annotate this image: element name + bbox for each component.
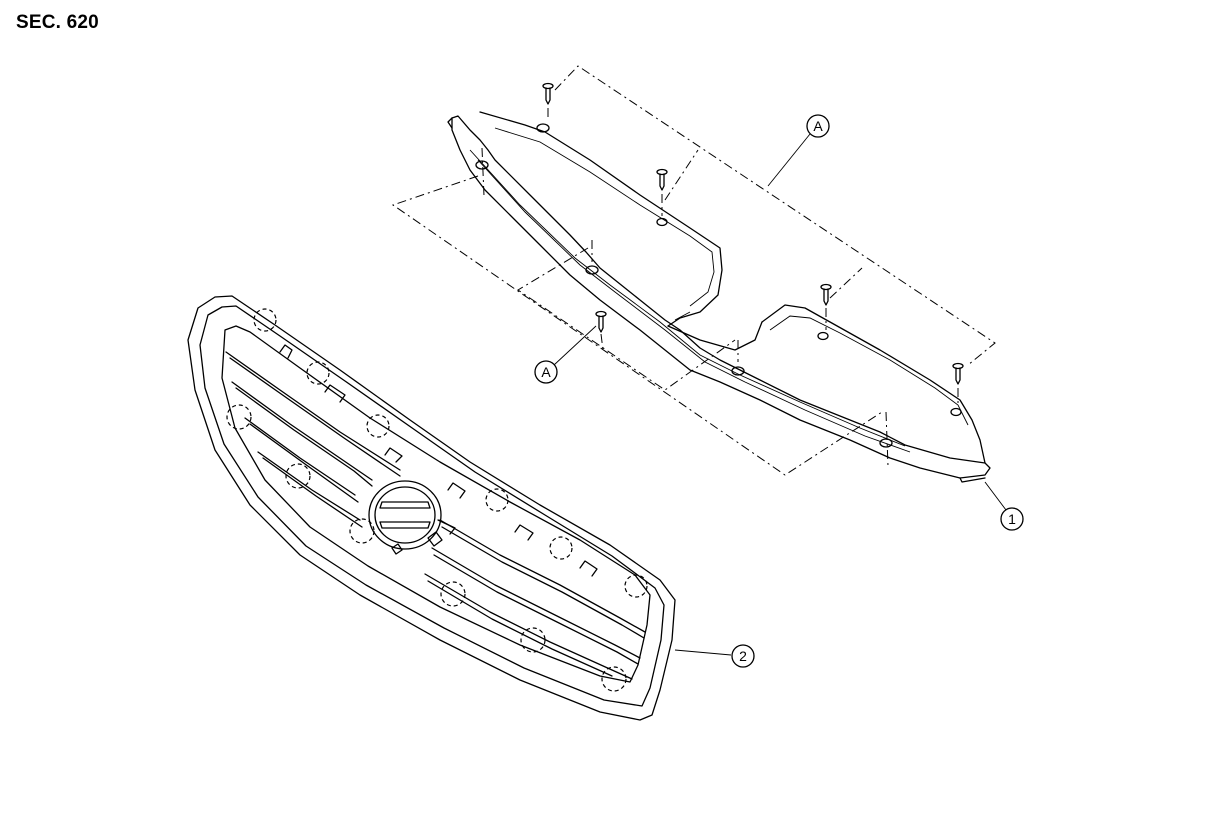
clip-fasteners — [542, 82, 964, 385]
clip-icon — [656, 168, 668, 191]
clip-icon — [820, 283, 832, 306]
callout-a-left-label: A — [541, 364, 551, 380]
front-grille — [187, 295, 676, 721]
callout-part-2: 2 — [674, 644, 755, 668]
clip-icon — [595, 310, 607, 333]
callout-a-top-label: A — [813, 118, 823, 134]
emblem-icon — [368, 480, 456, 555]
clip-icon — [952, 362, 964, 385]
callout-a-top: A — [767, 114, 830, 187]
callout-part-1: 1 — [984, 481, 1024, 531]
callout-part-1-label: 1 — [1008, 511, 1016, 527]
grille-clip-locations — [226, 308, 648, 692]
section-label: SEC. 620 — [16, 12, 99, 33]
radiator-core-cover — [447, 111, 991, 483]
alignment-lines — [391, 65, 996, 476]
callout-part-2-label: 2 — [739, 648, 747, 664]
clip-icon — [542, 82, 554, 105]
callout-a-left: A — [534, 325, 597, 384]
